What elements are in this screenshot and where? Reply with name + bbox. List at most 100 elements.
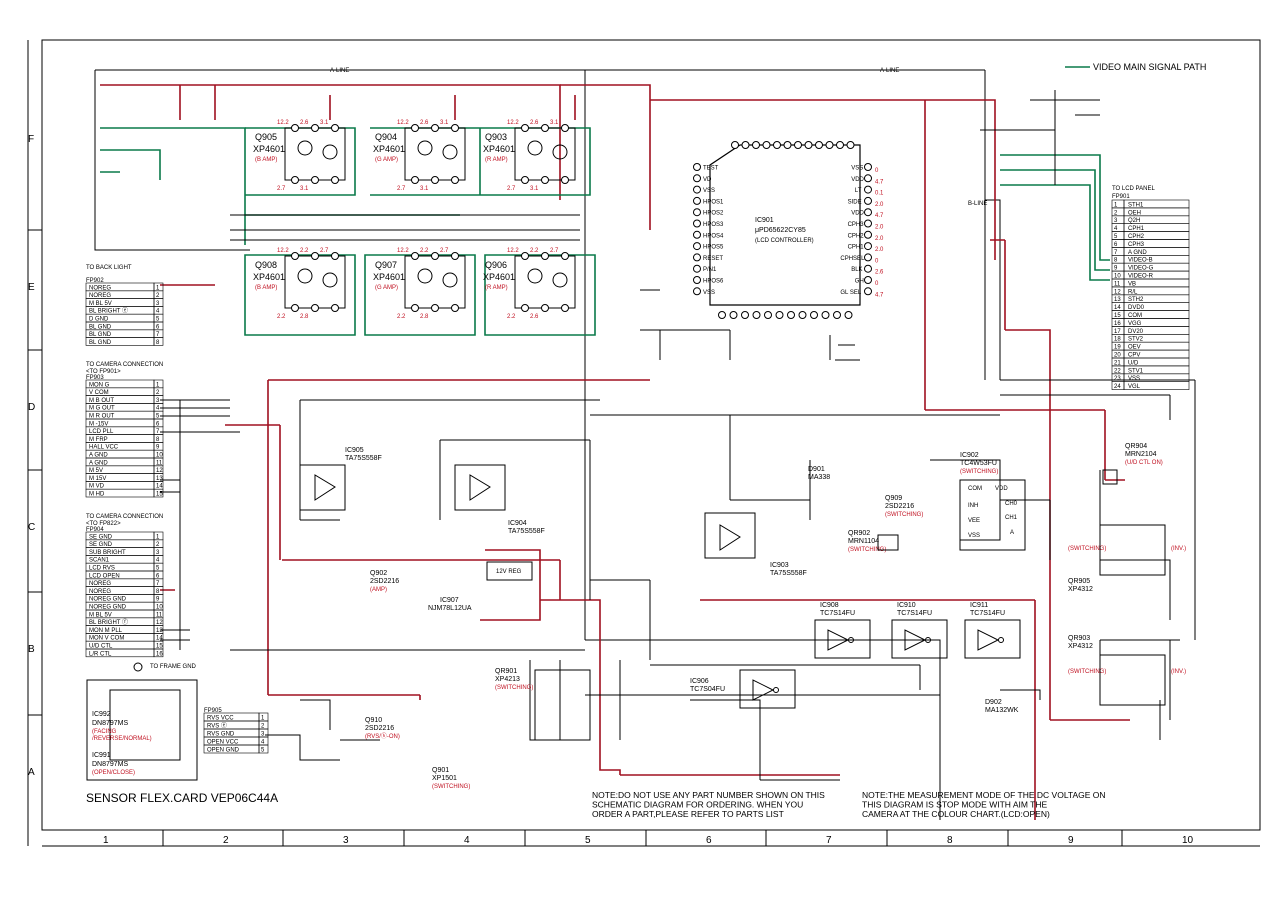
connector-pin-label: R/L bbox=[1128, 289, 1138, 295]
ic901-left-pin: TEST bbox=[703, 166, 719, 172]
grid-row-C: C bbox=[28, 522, 35, 533]
qr903-ref: QR903 bbox=[1068, 635, 1090, 642]
ic901-right-volt: 4.7 bbox=[875, 179, 884, 185]
ic991-ref: IC991 bbox=[92, 752, 111, 759]
ic901-right-pin: CPH2 bbox=[848, 233, 865, 239]
connector-pin-num: 6 bbox=[156, 573, 160, 579]
q901-label: (SWITCHING) bbox=[432, 784, 470, 790]
ic901-left-pin: HPOS6 bbox=[703, 279, 724, 285]
q902-label: 2SD2216 bbox=[370, 578, 399, 585]
ic907-part: NJM78L12UA bbox=[428, 605, 472, 612]
ic902-pin-label: VEE bbox=[968, 518, 980, 524]
amp-volt: 2.7 bbox=[550, 248, 559, 254]
connector-pin-label: NOREG bbox=[89, 589, 111, 595]
a-line-label-1: A-LINE bbox=[330, 68, 349, 74]
connector-pin-label: STV2 bbox=[1128, 337, 1144, 343]
ic901-right-volt: 2.0 bbox=[875, 225, 884, 231]
ic901-left-pin: HPOS5 bbox=[703, 245, 724, 251]
d901-label: MA338 bbox=[808, 474, 830, 481]
logic-gate-group: IC906TC7S04FUIC908TC7S14FUIC910TC7S14FUI… bbox=[690, 602, 1021, 709]
ic901-right-pin: CPH3 bbox=[848, 222, 865, 228]
connector-pin-num: 12 bbox=[156, 468, 163, 474]
connector-pin-num: 1 bbox=[261, 716, 265, 722]
ic903-opamp: IC903 TA75S558F bbox=[704, 512, 807, 577]
amp-volt: 3.1 bbox=[440, 120, 449, 126]
ic905-ref: IC905 bbox=[345, 447, 364, 454]
ic901-left-pins: TESTVDVSSHPOS1HPOS2HPOS3HPOS4HPOS5RESETP… bbox=[693, 163, 724, 296]
connector-pin-label: LCD OPEN bbox=[89, 573, 120, 579]
ic992-part: DN8797MS bbox=[92, 720, 129, 727]
amp-part: XP4601 bbox=[253, 144, 285, 154]
connector-pin-label: NOREG bbox=[89, 293, 111, 299]
ic902-pin-label: CH1 bbox=[1005, 515, 1018, 521]
connector-pin-label: RVS GND bbox=[207, 732, 235, 738]
connector-pin-num: 11 bbox=[1114, 281, 1121, 287]
amp-volt: 2.7 bbox=[277, 186, 286, 192]
q901-label: XP1501 bbox=[432, 775, 457, 782]
amp-volt: 12.2 bbox=[507, 248, 519, 254]
connector-pin-num: 5 bbox=[261, 748, 265, 754]
grid-row-A: A bbox=[28, 767, 35, 778]
ic901-right-pin: BLK bbox=[851, 267, 862, 273]
qr902-label: MRN1104 bbox=[848, 538, 879, 545]
connector-pin-num: 4 bbox=[156, 558, 160, 564]
ic908-part: TC7S14FU bbox=[820, 610, 855, 617]
frame-border bbox=[41, 39, 1261, 831]
connector-pin-label: OEH bbox=[1128, 210, 1141, 216]
connector-pin-num: 7 bbox=[156, 581, 160, 587]
connector-pin-label: SUB BRIGHT bbox=[89, 550, 126, 556]
amp-func: (R AMP) bbox=[485, 285, 508, 291]
connector-pin-label: VIDEO-B bbox=[1128, 258, 1153, 264]
ic902-pin-label: CH0 bbox=[1005, 501, 1018, 507]
connector-pin-label: DVD0 bbox=[1128, 305, 1145, 311]
ic901-left-pin: P/N1 bbox=[703, 267, 717, 273]
connector-pin-label: VGG bbox=[1128, 321, 1142, 327]
connector-pin-num: 4 bbox=[156, 309, 160, 315]
ic902-pin-label: VDD bbox=[995, 486, 1008, 492]
ic901-lcd-controller: IC901 μPD65622CY85 (LCD CONTROLLER) TEST… bbox=[693, 141, 884, 319]
connector-pin-label: A GND bbox=[1128, 250, 1147, 256]
ic901-right-pin: LT bbox=[855, 188, 862, 194]
q910-label: 2SD2216 bbox=[365, 725, 394, 732]
ic901-right-pin: VSS bbox=[851, 166, 863, 172]
legend-label: VIDEO MAIN SIGNAL PATH bbox=[1093, 62, 1206, 72]
amp-volt: 2.2 bbox=[277, 314, 286, 320]
q910-label: (RVS/ⓗ-ON) bbox=[365, 732, 400, 740]
connector-pin-label: BL GND bbox=[89, 332, 112, 338]
connector-pin-num: 20 bbox=[1114, 353, 1121, 359]
connector-pin-label: L/R CTL bbox=[89, 651, 112, 657]
connector-pin-num: 4 bbox=[156, 406, 160, 412]
ic901-right-volt: 4.7 bbox=[875, 213, 884, 219]
amp-ref: Q905 bbox=[255, 132, 277, 142]
connector-pin-label: M BL 5V bbox=[89, 301, 112, 307]
qr904-label: MRN2104 bbox=[1125, 451, 1157, 458]
amp-func: (B AMP) bbox=[255, 285, 277, 291]
connector-pin-num: 1 bbox=[1114, 202, 1118, 208]
ic905-part: TA75S558F bbox=[345, 455, 382, 462]
grid-col-6: 6 bbox=[706, 835, 712, 846]
amp-func: (G AMP) bbox=[375, 285, 398, 291]
ic907-ref: IC907 bbox=[440, 597, 459, 604]
connector-pin-label: CPH1 bbox=[1128, 226, 1145, 232]
ic901-part: μPD65622CY85 bbox=[755, 227, 806, 234]
connector-pin-label: M B OUT bbox=[89, 398, 114, 404]
ic991-part: DN8797MS bbox=[92, 761, 129, 768]
ic904-ref: IC904 bbox=[508, 520, 527, 527]
connector-pin-num: 15 bbox=[1114, 313, 1121, 319]
d902-label: D902 bbox=[985, 699, 1002, 706]
connector-pin-label: A GND bbox=[89, 460, 108, 466]
connector-pin-num: 3 bbox=[156, 550, 160, 556]
ic906-ref: IC906 bbox=[690, 678, 709, 685]
connector-pin-num: 5 bbox=[1114, 234, 1118, 240]
connector-pin-label: BL GND bbox=[89, 340, 112, 346]
connector-pin-label: RVS ⓔ bbox=[207, 722, 227, 730]
connector-pin-num: 6 bbox=[1114, 242, 1118, 248]
amp-volt: 3.1 bbox=[530, 186, 539, 192]
connector-pin-label: CPV bbox=[1128, 353, 1140, 359]
